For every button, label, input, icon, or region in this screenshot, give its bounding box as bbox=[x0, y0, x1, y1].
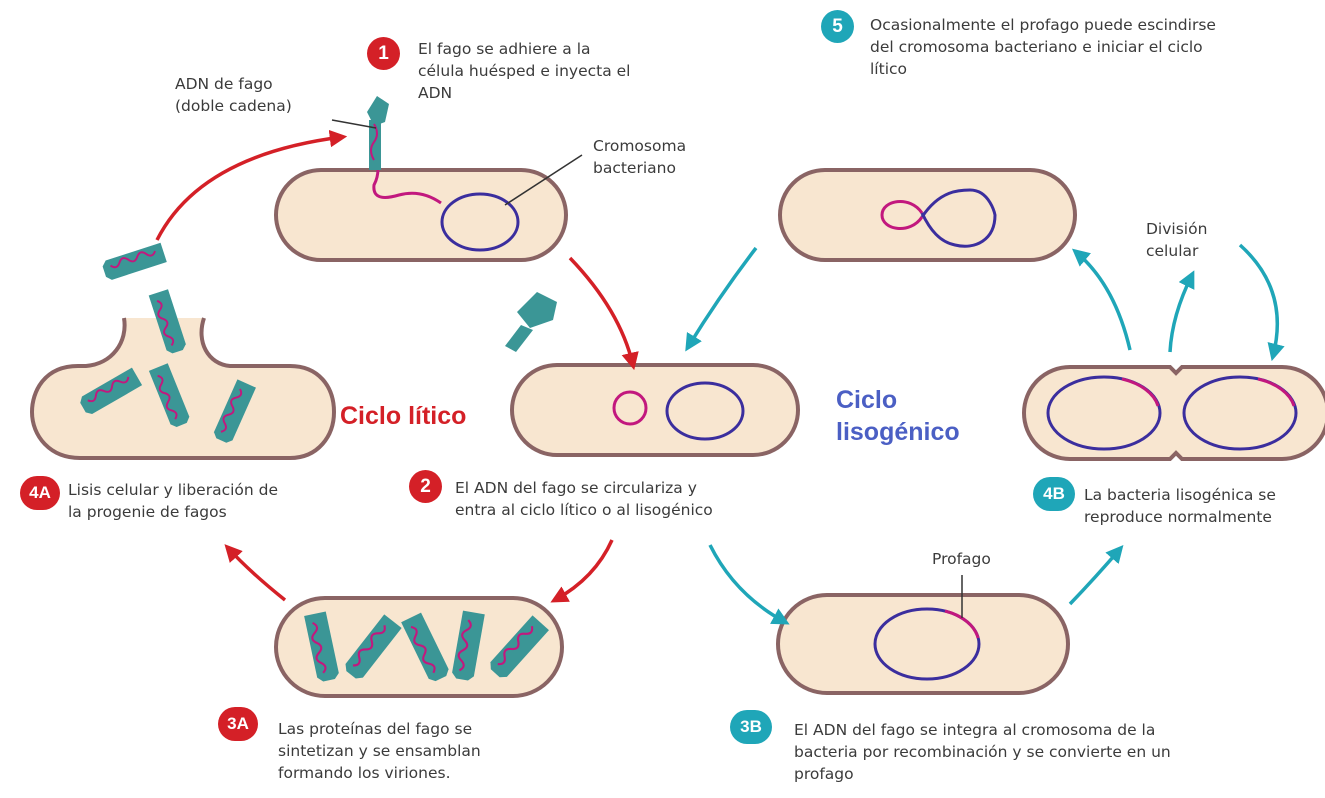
circular-phage-dna bbox=[612, 390, 648, 426]
empty-phage bbox=[505, 292, 557, 352]
integrated-prophage bbox=[944, 609, 980, 639]
chromosome-loop bbox=[920, 188, 997, 248]
step-1-badge: 1 bbox=[367, 37, 400, 70]
step-4b-badge: 4B bbox=[1033, 477, 1075, 511]
excising-prophage-loop bbox=[880, 199, 924, 231]
cell-dividing bbox=[1022, 365, 1325, 461]
lytic-arrows bbox=[155, 129, 639, 603]
bacterial-chromosome bbox=[440, 192, 520, 252]
cell-circularized bbox=[510, 363, 800, 457]
chromosome-pointer bbox=[504, 154, 583, 206]
lytic-cycle-title: Ciclo lítico bbox=[340, 402, 467, 430]
step-5-badge: 5 bbox=[821, 10, 854, 43]
step-2-badge: 2 bbox=[409, 470, 442, 503]
cell-infection bbox=[274, 96, 583, 262]
phage-dna-label: ADN de fago(doble cadena) bbox=[175, 75, 292, 115]
step-5-text: Ocasionalmente el profago puede escindir… bbox=[870, 16, 1216, 78]
step-3b-text: El ADN del fago se integra al cromosoma … bbox=[794, 721, 1171, 783]
prophage-label: Profago bbox=[932, 550, 991, 568]
attached-phage bbox=[367, 96, 389, 170]
step-4a-badge: 4A bbox=[20, 476, 60, 510]
cell-prophage bbox=[776, 575, 1070, 695]
bacterial-chromosome bbox=[665, 381, 745, 441]
lysogenic-arrows bbox=[685, 243, 1285, 625]
phage-dna-pointer bbox=[331, 119, 377, 129]
cell-assembly bbox=[274, 596, 564, 698]
cell-lysis bbox=[29, 241, 337, 460]
step-3a-badge: 3A bbox=[218, 707, 258, 741]
cell-excision bbox=[778, 168, 1077, 262]
chromosome-with-prophage bbox=[873, 607, 981, 681]
step-3b-badge: 3B bbox=[730, 710, 772, 744]
